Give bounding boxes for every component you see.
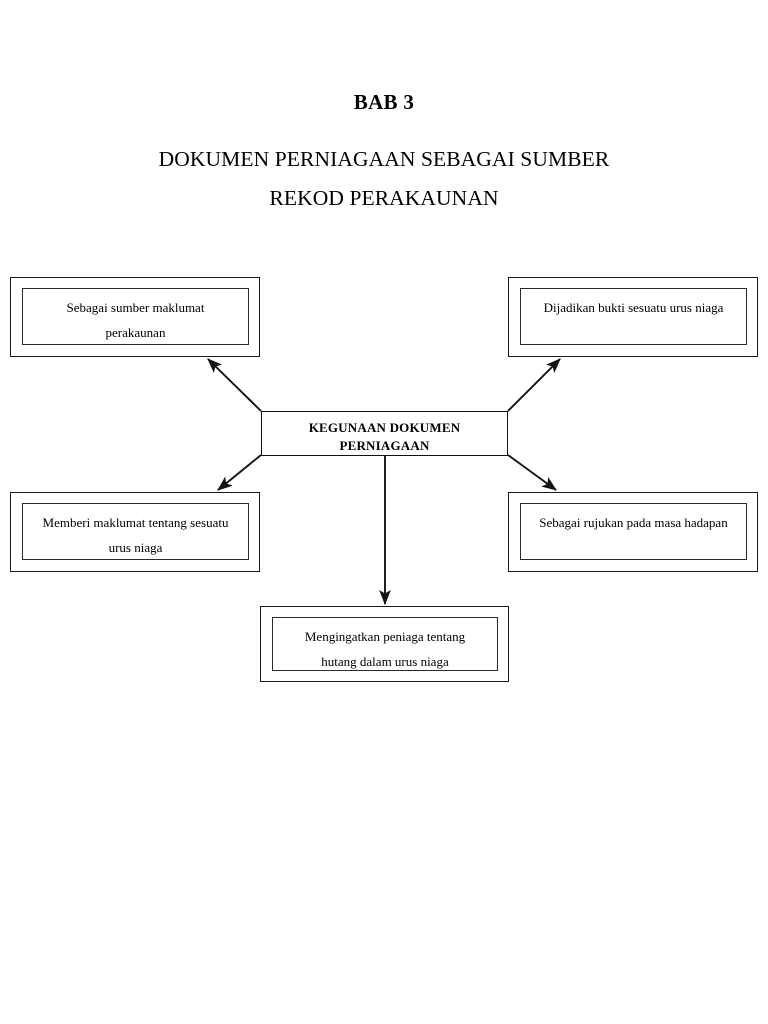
diagram-node-top-right-inner: Dijadikan bukti sesuatu urus niaga xyxy=(520,288,747,345)
diagram-node-bottom-left-inner: Memberi maklumat tentang sesuatu urus ni… xyxy=(22,503,249,560)
page-title-chapter: BAB 3 xyxy=(353,90,415,114)
diagram-node-bottom-center-label: Mengingatkan peniaga tentang hutang dala… xyxy=(304,629,466,670)
diagram-node-top-right: Dijadikan bukti sesuatu urus niaga xyxy=(508,277,758,357)
diagram-node-bottom-center: Mengingatkan peniaga tentang hutang dala… xyxy=(260,606,509,682)
connector-to-bottom-left xyxy=(217,454,262,491)
diagram-node-center-label: KEGUNAAN DOKUMEN PERNIAGAAN xyxy=(308,420,461,453)
diagram-node-bottom-right-inner: Sebagai rujukan pada masa hadapan xyxy=(520,503,747,560)
connector-to-top-right xyxy=(507,358,561,412)
diagram-node-bottom-left: Memberi maklumat tentang sesuatu urus ni… xyxy=(10,492,260,572)
connector-to-top-left xyxy=(207,358,262,412)
diagram-node-top-left-label: Sebagai sumber maklumat perakaunan xyxy=(66,300,205,341)
diagram-node-bottom-left-label: Memberi maklumat tentang sesuatu urus ni… xyxy=(42,515,229,556)
diagram-node-bottom-right-label: Sebagai rujukan pada masa hadapan xyxy=(539,515,728,530)
diagram-node-bottom-center-inner: Mengingatkan peniaga tentang hutang dala… xyxy=(272,617,498,671)
diagram-node-center: KEGUNAAN DOKUMEN PERNIAGAAN xyxy=(261,411,508,456)
diagram-node-top-left: Sebagai sumber maklumat perakaunan xyxy=(10,277,260,357)
diagram-node-bottom-right: Sebagai rujukan pada masa hadapan xyxy=(508,492,758,572)
connector-to-bottom-right xyxy=(507,454,557,491)
diagram-node-top-right-label: Dijadikan bukti sesuatu urus niaga xyxy=(543,300,724,315)
page-subtitle-line-1: DOKUMEN PERNIAGAAN SEBAGAI SUMBER xyxy=(158,147,610,171)
page-subtitle-line-2: REKOD PERAKAUNAN xyxy=(269,186,499,210)
diagram-node-top-left-inner: Sebagai sumber maklumat perakaunan xyxy=(22,288,249,345)
